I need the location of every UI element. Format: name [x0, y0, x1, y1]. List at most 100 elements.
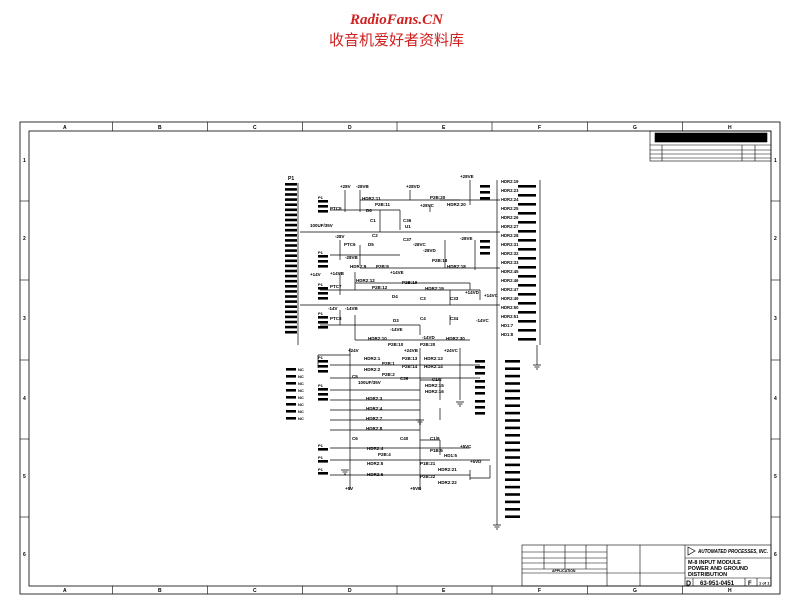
net-label: C2 — [372, 233, 378, 238]
input-pin — [318, 393, 328, 396]
net-label: PTC6 — [344, 242, 356, 247]
net-label: HDR2:4 — [367, 446, 384, 451]
pin-label: P1 — [318, 455, 324, 460]
nc-pin — [286, 368, 296, 371]
net-label: C6 — [352, 436, 358, 441]
net-label: +28VC — [420, 203, 435, 208]
row-label-right-2: 2 — [774, 236, 777, 242]
net-label: +14VC — [484, 293, 499, 298]
header-label: HDR2:24 — [501, 197, 519, 202]
pin-label: P1 — [318, 250, 324, 255]
nc-label: NC — [298, 416, 304, 421]
net-label: +5VB — [410, 486, 422, 491]
company-name: AUTOMATED PROCESSES, INC. — [697, 549, 768, 555]
row-label-right-4: 4 — [774, 396, 777, 402]
net-label: -14VE — [390, 327, 403, 332]
net-label: D4 — [392, 294, 398, 299]
header-label: HDR2:47 — [501, 287, 519, 292]
connector-pins: P1NCNCNCNCNCNCNCNCHDR2:19HDR2:23HDR2:24H… — [285, 176, 536, 518]
header-label: HDR2:23 — [501, 188, 519, 193]
net-label: P2B:18 — [432, 258, 448, 263]
net-label: P1B:5 — [430, 448, 443, 453]
input-pin — [318, 472, 328, 475]
header-pin — [518, 221, 536, 224]
net-label: C1/8 — [432, 377, 442, 382]
row-label-6: 6 — [23, 552, 26, 558]
title-block — [521, 544, 772, 587]
column-label-A: A — [63, 125, 67, 131]
column-label-B: B — [158, 125, 162, 131]
net-label: +28VD — [406, 184, 421, 189]
header-pin — [518, 338, 536, 341]
input-pin — [475, 380, 485, 383]
connector-pin — [285, 193, 297, 196]
header-pin — [518, 239, 536, 242]
net-label: +5VD — [470, 459, 482, 464]
header-label: HDR2:46 — [501, 278, 519, 283]
net-label: HDR2:19 — [425, 286, 444, 291]
pin-label: P1 — [318, 355, 324, 360]
column-label-bottom-E: E — [442, 588, 446, 594]
net-label: C4 — [420, 316, 426, 321]
output-pin — [505, 478, 520, 481]
connector-pin — [285, 208, 297, 212]
output-pin — [505, 493, 520, 496]
nc-pin — [286, 403, 296, 406]
connector-pin — [285, 330, 297, 334]
net-label: +24V — [348, 348, 359, 353]
net-label: -14V — [328, 306, 338, 311]
column-label-C: C — [253, 125, 257, 131]
output-pin — [505, 419, 520, 422]
net-label: HDR2:11 — [362, 196, 381, 201]
row-label-5: 5 — [23, 474, 26, 480]
output-pin — [505, 434, 520, 437]
nc-label: NC — [298, 381, 304, 386]
input-pin — [475, 360, 485, 363]
net-label: +14VB — [330, 271, 345, 276]
net-label: HDR2:22 — [438, 480, 457, 485]
net-label: P2B:13 — [402, 356, 418, 361]
net-labels: +28V-28VB+28VD+28VEHDR2:11P2B:11P2B:20HD… — [310, 174, 499, 491]
input-pin — [318, 388, 328, 391]
net-label: HDR2:2 — [364, 367, 381, 372]
header-pin — [518, 302, 536, 305]
header-pin — [518, 203, 536, 206]
column-label-G: G — [633, 125, 637, 131]
net-label: P2B:12 — [372, 285, 388, 290]
header-pin — [518, 293, 536, 296]
row-label-right-1: 1 — [774, 158, 777, 164]
connector-pin — [285, 244, 297, 247]
input-pin — [480, 191, 490, 194]
sheet-size: D — [686, 581, 691, 588]
connector-pin — [285, 274, 297, 278]
net-label: +24VC — [444, 348, 459, 353]
net-label: HDR2:14 — [424, 364, 443, 369]
drawing-number: 63-951-0451 — [700, 581, 735, 587]
net-label: P2B:19 — [402, 280, 418, 285]
header-pin — [518, 311, 536, 314]
output-pin — [505, 374, 520, 378]
header-pin — [518, 329, 536, 332]
net-label: +14VD — [465, 290, 480, 295]
output-pin — [505, 411, 520, 415]
output-pin — [505, 389, 520, 393]
output-pin — [505, 367, 520, 370]
net-label: C37 — [403, 237, 412, 242]
net-label: HDR2:7 — [366, 416, 383, 421]
pin-label: P1 — [318, 282, 324, 287]
net-label: HDR2:12 — [356, 278, 375, 283]
nc-label: NC — [298, 402, 304, 407]
header-label: HDR2:26 — [501, 215, 519, 220]
input-pin — [475, 386, 485, 389]
connector-pin — [285, 269, 297, 273]
column-label-bottom-H: H — [728, 588, 732, 594]
net-label: C39 — [400, 376, 409, 381]
input-pin — [318, 260, 328, 263]
net-label: P2B:1 — [382, 361, 395, 366]
net-label: -28V — [335, 234, 345, 239]
connector-pin — [285, 320, 297, 324]
inner-border — [28, 130, 772, 587]
net-label: HDR2:6 — [367, 472, 384, 477]
